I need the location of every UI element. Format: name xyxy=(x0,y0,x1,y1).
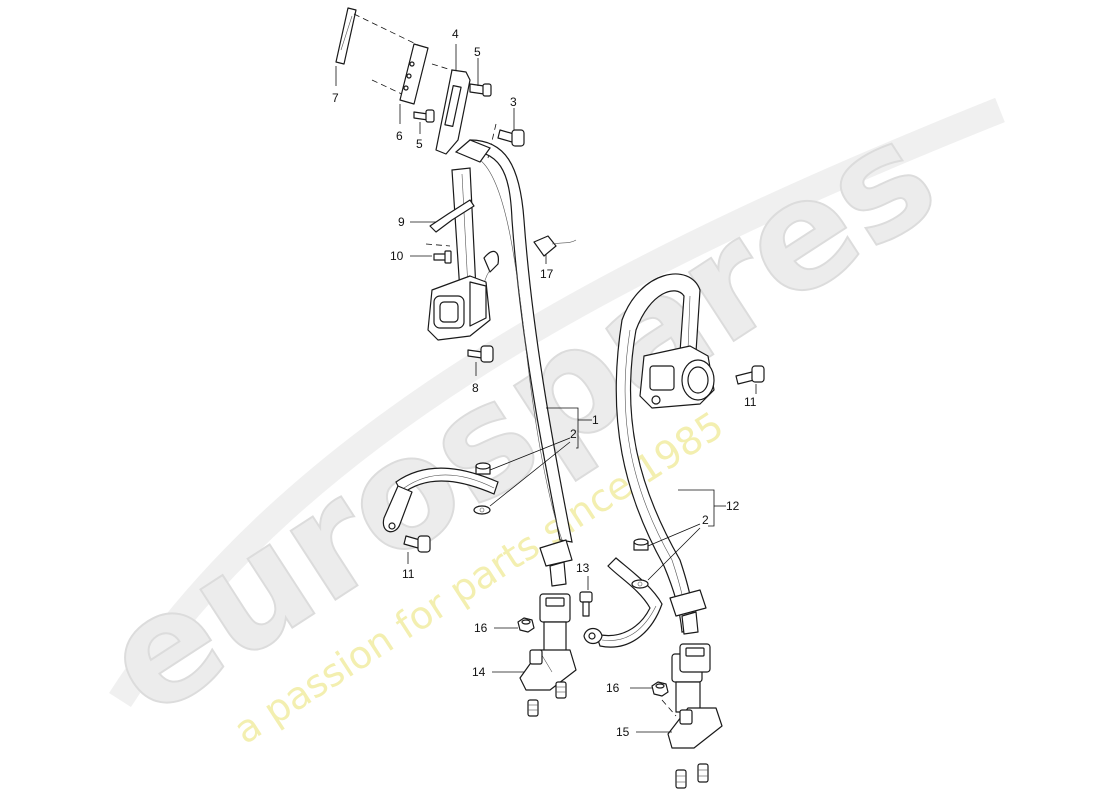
part-16-nut-rear xyxy=(651,681,669,697)
callout-7: 7 xyxy=(332,91,339,105)
callout-16-rear: 16 xyxy=(606,681,620,695)
front-belt-assembly xyxy=(335,7,593,717)
callout-9: 9 xyxy=(398,215,405,229)
callout-12: 12 xyxy=(726,499,740,513)
part-1-front-belt-webbing xyxy=(451,139,573,587)
spring-rear-a xyxy=(675,769,687,789)
part-7-cover-strip xyxy=(335,7,357,65)
callout-3: 3 xyxy=(510,95,517,109)
part-11-bolt-front xyxy=(403,535,431,553)
callout-6: 6 xyxy=(396,129,403,143)
callout-8: 8 xyxy=(472,381,479,395)
watermark-swoosh xyxy=(109,97,1005,708)
part-10-screw xyxy=(425,243,452,264)
callout-10: 10 xyxy=(390,249,404,263)
part-3-bolt xyxy=(497,129,525,147)
callout-14: 14 xyxy=(472,665,486,679)
part-9-bracket xyxy=(429,199,475,233)
part-15-buckle-rear xyxy=(661,643,723,749)
callout-5-lower: 5 xyxy=(416,137,423,151)
part-2-washer-rear xyxy=(631,579,649,589)
rear-belt-tongue xyxy=(669,589,707,635)
spring-rear-b xyxy=(697,763,709,783)
callout-1: 1 xyxy=(592,413,599,427)
part-4-guide-rail xyxy=(435,69,471,155)
part-8-bolt xyxy=(467,345,494,363)
part-14-buckle-front xyxy=(519,593,577,691)
callout-11-front: 11 xyxy=(402,567,415,581)
rear-lap-belt xyxy=(583,557,663,648)
spring-front-a xyxy=(527,699,539,717)
part-11-bolt-rear xyxy=(735,365,765,385)
callout-13: 13 xyxy=(576,561,590,575)
front-retractor xyxy=(427,275,491,341)
part-5-bolt-upper xyxy=(469,83,492,97)
part-6-height-adjuster-plate xyxy=(399,43,429,105)
part-17-connector xyxy=(533,235,577,257)
leader-lines xyxy=(335,44,757,733)
callout-2-front: 2 xyxy=(570,427,577,441)
part-13-bolt xyxy=(579,591,593,617)
rear-belt-assembly xyxy=(583,273,765,789)
part-16-nut-front xyxy=(517,617,535,633)
callout-2-rear: 2 xyxy=(702,513,709,527)
callout-17: 17 xyxy=(540,267,554,281)
front-lap-belt xyxy=(382,467,499,533)
callout-labels: 7 6 4 5 5 3 9 10 17 8 1 2 11 11 12 2 13 … xyxy=(332,27,757,739)
callout-5-upper: 5 xyxy=(474,45,481,59)
callout-11-rear: 11 xyxy=(744,395,757,409)
part-2-cap-front xyxy=(475,462,491,475)
part-2-washer-front xyxy=(473,505,491,515)
callout-4: 4 xyxy=(452,27,459,41)
part-5-bolt-lower xyxy=(413,109,435,123)
callout-15: 15 xyxy=(616,725,630,739)
part-2-cap-rear xyxy=(633,538,649,551)
spring-front-b xyxy=(555,681,567,699)
rear-retractor xyxy=(639,345,715,409)
callout-16-front: 16 xyxy=(474,621,488,635)
